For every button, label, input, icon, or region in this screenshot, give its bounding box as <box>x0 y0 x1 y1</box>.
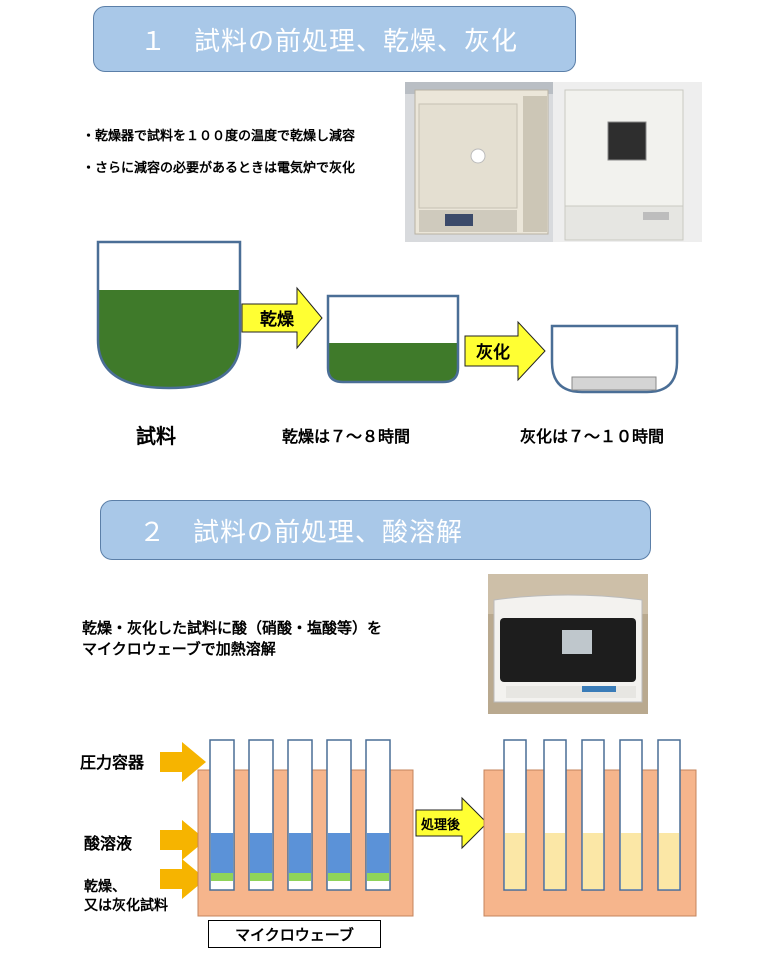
label-pressure-vessel: 圧力容器 <box>80 753 145 772</box>
label-ash-time: 灰化は７～１０時間 <box>520 427 665 446</box>
microwave-label: マイクロウェーブ <box>235 925 354 944</box>
tube-before-5 <box>365 739 391 891</box>
arrow-pressure-vessel <box>160 742 206 782</box>
drying-diagram: 乾燥 灰化 <box>96 240 679 394</box>
label-dry-time: 乾燥は７～８時間 <box>282 427 411 446</box>
tube-before-4 <box>326 739 352 891</box>
tubes-before <box>209 739 391 891</box>
tubes-after <box>503 739 681 891</box>
beaker-ash-residue <box>571 376 657 391</box>
tube-before-3 <box>287 739 313 891</box>
tube-after-1 <box>503 739 527 891</box>
beaker-dry-residue <box>328 343 458 382</box>
arrow-after-label: 処理後 <box>420 817 461 833</box>
oven-photo <box>405 82 702 242</box>
section1-header-text: １ 試料の前処理、乾燥、灰化 <box>140 26 519 57</box>
arrow-dry-label: 乾燥 <box>260 309 295 330</box>
beaker-ash <box>550 324 679 394</box>
acid-dissolution-diagram: 処理後 <box>160 739 697 917</box>
arrow-ash-label: 灰化 <box>476 342 510 363</box>
section2-header: ２ 試料の前処理、酸溶解 <box>100 500 651 560</box>
beaker-sample <box>96 240 242 390</box>
arrow-ash <box>464 320 546 382</box>
section2-header-text: ２ 試料の前処理、酸溶解 <box>139 517 464 548</box>
tube-after-4 <box>619 739 643 891</box>
arrow-dried-sample <box>160 859 206 899</box>
label-sample: 試料 <box>136 424 176 448</box>
microwave-photo <box>488 574 648 714</box>
section1-header: １ 試料の前処理、乾燥、灰化 <box>93 6 576 72</box>
arrow-dry <box>241 286 323 350</box>
arrow-after <box>415 796 488 850</box>
beaker-sample-liquid <box>98 290 240 388</box>
arrow-acid-solution <box>160 820 206 860</box>
tube-after-5 <box>657 739 681 891</box>
microwave-label-box: マイクロウェーブ <box>208 920 381 948</box>
label-dried-line1: 乾燥、 <box>84 879 126 895</box>
label-acid-solution: 酸溶液 <box>84 834 133 853</box>
section2-desc-line2: マイクロウェーブで加熱溶解 <box>82 640 276 658</box>
section1-bullet-1: ・乾燥器で試料を１００度の温度で乾燥し減容 <box>82 129 356 144</box>
tube-before-1 <box>209 739 235 891</box>
tube-after-3 <box>581 739 605 891</box>
tube-after-2 <box>543 739 567 891</box>
section1-bullet-2: ・さらに減容の必要があるときは電気炉で灰化 <box>82 161 356 176</box>
beaker-dry <box>326 294 460 384</box>
tube-before-2 <box>248 739 274 891</box>
label-dried-line2: 又は灰化試料 <box>84 898 168 914</box>
section2-desc-line1: 乾燥・灰化した試料に酸（硝酸・塩酸等）を <box>82 619 383 637</box>
